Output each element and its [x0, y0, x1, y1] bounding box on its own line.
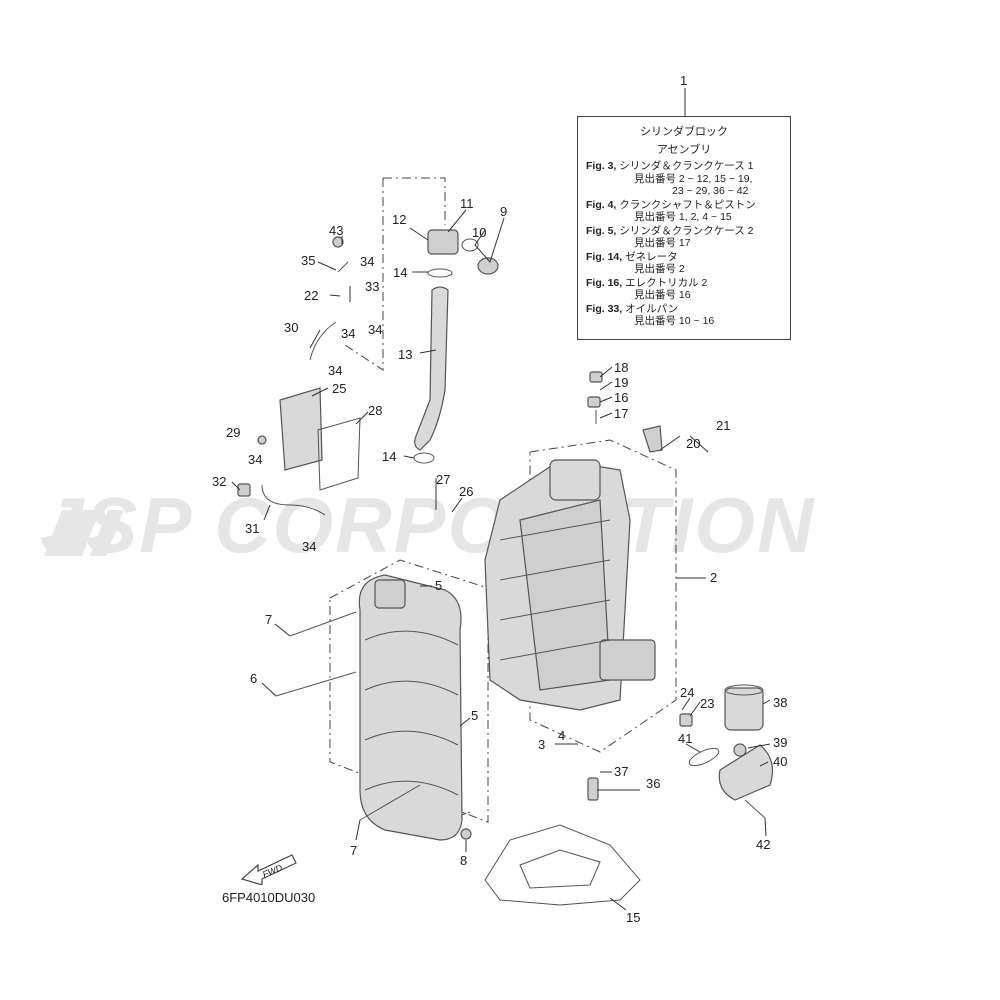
callout-labels: 1 2 3 4 5 5 6 7 7 8 9 10 11 12 13 14 14 … — [212, 73, 787, 925]
callout-4: 4 — [558, 728, 565, 743]
callout-7-bottom: 7 — [350, 843, 357, 858]
leader-lines — [231, 88, 771, 911]
cylinder-head — [358, 574, 463, 841]
callout-38: 38 — [773, 695, 787, 710]
reference-entry-refs: 見出番号 2 — [634, 263, 685, 275]
callout-43: 43 — [329, 223, 343, 238]
callout-8: 8 — [460, 853, 467, 868]
reference-entry: Fig. 16, エレクトリカル 2 — [586, 276, 708, 289]
callout-39: 39 — [773, 735, 787, 750]
reference-entry: Fig. 3, シリンダ＆クランクケース 1 — [586, 160, 754, 172]
callout-3: 3 — [538, 737, 545, 752]
callout-42: 42 — [756, 837, 770, 852]
reference-entry-refs: 23 ~ 29, 36 ~ 42 — [672, 185, 749, 197]
callout-12: 12 — [392, 212, 406, 227]
callout-23: 23 — [700, 696, 714, 711]
reference-title-line-2: アセンブリ — [656, 144, 712, 156]
callout-5-top: 5 — [435, 578, 442, 593]
callout-17: 17 — [614, 406, 628, 421]
callout-34-e: 34 — [248, 452, 262, 467]
callout-40: 40 — [773, 754, 787, 769]
callout-31: 31 — [245, 521, 259, 536]
callout-27: 27 — [436, 472, 450, 487]
reference-table: シリンダブロック アセンブリ Fig. 3, シリンダ＆クランクケース 1 見出… — [577, 116, 791, 340]
reference-entry-refs: 見出番号 1, 2, 4 ~ 15 — [634, 211, 732, 223]
callout-7-top: 7 — [265, 612, 272, 627]
reference-entry-refs: 見出番号 16 — [634, 289, 691, 301]
callout-16: 16 — [614, 390, 628, 405]
callout-18: 18 — [614, 360, 628, 375]
callout-28: 28 — [368, 403, 382, 418]
forward-direction-arrow: FWD — [240, 845, 300, 890]
callout-36: 36 — [646, 776, 660, 791]
callout-34-c: 34 — [341, 326, 355, 341]
callout-34-f: 34 — [302, 539, 316, 554]
cylinder-block — [484, 459, 656, 711]
callout-25: 25 — [332, 381, 346, 396]
diagram-code: 6FP4010DU030 — [222, 890, 316, 905]
reference-title-line-1: シリンダブロック — [640, 126, 728, 138]
watermark: JSP CORPORATION — [40, 481, 815, 569]
callout-26: 26 — [459, 484, 473, 499]
callout-32: 32 — [212, 474, 226, 489]
reference-entry: Fig. 33, オイルパン — [586, 302, 679, 315]
fwd-arrow-icon: FWD — [240, 854, 297, 886]
oil-filter-group — [688, 684, 773, 801]
cover-plates — [261, 261, 361, 516]
callout-22: 22 — [304, 288, 318, 303]
callout-30: 30 — [284, 320, 298, 335]
callout-13: 13 — [398, 347, 412, 362]
hose-parts — [413, 229, 499, 464]
callout-14-bottom: 14 — [382, 449, 396, 464]
callout-24: 24 — [680, 685, 694, 700]
callout-9: 9 — [500, 204, 507, 219]
callout-41: 41 — [678, 731, 692, 746]
callout-2: 2 — [710, 570, 717, 585]
callout-1: 1 — [680, 73, 687, 88]
callout-10: 10 — [472, 225, 486, 240]
callout-35: 35 — [301, 253, 315, 268]
callout-37: 37 — [614, 764, 628, 779]
callout-34-a: 34 — [360, 254, 374, 269]
reference-entry-refs: 見出番号 2 ~ 12, 15 ~ 19, — [634, 172, 753, 185]
fwd-label: FWD — [261, 862, 284, 879]
assembly-frames — [329, 177, 677, 831]
callout-19: 19 — [614, 375, 628, 390]
callout-34-d: 34 — [328, 363, 342, 378]
callout-21: 21 — [716, 418, 730, 433]
reference-entry-refs: 見出番号 10 ~ 16 — [634, 315, 715, 327]
callout-29: 29 — [226, 425, 240, 440]
callout-6: 6 — [250, 671, 257, 686]
watermark-logo-mark — [44, 510, 124, 556]
callout-15: 15 — [626, 910, 640, 925]
reference-entry-refs: 見出番号 17 — [634, 237, 691, 249]
callout-14-top: 14 — [393, 265, 407, 280]
callout-11: 11 — [460, 196, 474, 211]
reference-entry: Fig. 5, シリンダ＆クランクケース 2 — [586, 224, 754, 237]
reference-entry: Fig. 4, クランクシャフト＆ピストン — [586, 198, 756, 211]
gasket — [484, 824, 641, 906]
callout-5-bottom: 5 — [471, 708, 478, 723]
callout-34-b: 34 — [368, 322, 382, 337]
reference-entry: Fig. 14, ゼネレータ — [586, 250, 678, 263]
callout-33: 33 — [365, 279, 379, 294]
callout-20: 20 — [686, 436, 700, 451]
fasteners — [237, 236, 766, 840]
